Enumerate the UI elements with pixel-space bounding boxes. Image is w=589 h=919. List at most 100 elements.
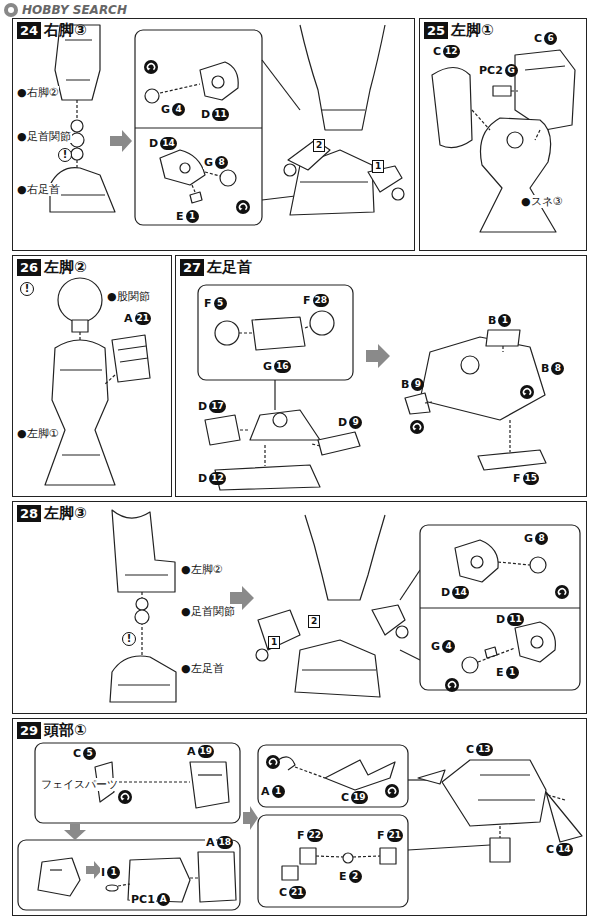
callout-number: 1 [272, 785, 285, 798]
part-name: ●足首関節 [180, 605, 236, 618]
part-letter: D [200, 108, 211, 121]
part-letter: I [100, 866, 106, 879]
callout-number: 12 [443, 45, 460, 58]
part-letter: G [203, 156, 214, 169]
step-title: 頭部① [44, 722, 87, 739]
part-name: ●右足首 [16, 183, 61, 196]
step-panel: 28左脚③ [12, 501, 587, 714]
part-letter: D [197, 472, 208, 485]
step-title: 左脚① [451, 22, 494, 39]
part-letter: E [338, 870, 348, 883]
step-header: 25左脚① [424, 22, 586, 39]
callout-number: 13 [476, 743, 493, 756]
step-title: 左脚② [44, 259, 87, 276]
part-letter: A [186, 745, 197, 758]
caution-mark: ! [20, 282, 34, 296]
part-letter: E [175, 210, 185, 223]
position-number: 2 [308, 615, 320, 628]
part-letter: C [533, 32, 543, 45]
callout-number: 11 [507, 613, 524, 626]
callout-number: 19 [351, 791, 368, 804]
callout-number: 21 [289, 886, 306, 899]
logo-mark [4, 3, 18, 17]
callout-number: 11 [212, 108, 229, 121]
part-letter: D [337, 416, 348, 429]
step-title: 右脚③ [44, 22, 87, 39]
callout-number: 19 [198, 745, 215, 758]
callout-number: 17 [209, 400, 226, 413]
part-letter: C [545, 843, 555, 856]
callout-number: 21 [135, 312, 152, 325]
rotate-icons [118, 60, 569, 804]
part-name: ●足首関節 [16, 130, 72, 143]
step-title: 左脚③ [44, 505, 87, 522]
part-letter: F [376, 829, 386, 842]
callout-number: 4 [442, 640, 455, 653]
position-number: 2 [313, 139, 325, 152]
step-header: 28左脚③ [17, 505, 586, 522]
step-header: 24右脚③ [17, 22, 414, 39]
part-letter: G [523, 532, 534, 545]
part-letter: D [148, 137, 159, 150]
part-letter: G [160, 103, 171, 116]
part-letter: A [205, 836, 216, 849]
part-letter: F [203, 297, 213, 310]
part-letter: G [262, 360, 273, 373]
callout-number: 9 [411, 378, 424, 391]
part-letter: G [430, 640, 441, 653]
part-name: ●左脚② [180, 563, 223, 576]
step-panel: 24右脚③ [12, 18, 415, 251]
part-letter: D [495, 613, 506, 626]
part-letter: A [123, 312, 134, 325]
callout-number: 1 [498, 314, 511, 327]
step-number: 28 [17, 505, 41, 522]
step-panel: 27左足首 [175, 255, 587, 497]
callout-number: 22 [307, 829, 324, 842]
callout-number: 1 [506, 666, 519, 679]
part-letter: C [465, 743, 475, 756]
part-letter: D [440, 586, 451, 599]
part-letter: F [512, 472, 522, 485]
callout-number: 8 [215, 156, 228, 169]
callout-number: G [505, 64, 518, 77]
step-number: 27 [180, 259, 204, 276]
step-title: 左足首 [207, 259, 252, 276]
callout-number: 9 [349, 416, 362, 429]
callout-number: 14 [160, 137, 177, 150]
callout-number: 21 [387, 829, 404, 842]
step-header: 26左脚② [17, 259, 171, 276]
callout-number: 28 [313, 294, 330, 307]
callout-number: 14 [556, 843, 573, 856]
callout-number: 4 [172, 103, 185, 116]
callout-number: 5 [214, 297, 227, 310]
part-letter: C [340, 791, 350, 804]
part-letter: B [487, 314, 497, 327]
part-letter: A [260, 785, 271, 798]
callout-number: 16 [274, 360, 291, 373]
step-number: 25 [424, 22, 448, 39]
step-header: 27左足首 [180, 259, 586, 276]
step-number: 24 [17, 22, 41, 39]
watermark: HOBBY SEARCH [22, 3, 127, 17]
caution-mark: ! [122, 632, 136, 646]
part-letter: E [495, 666, 505, 679]
callout-number: 15 [523, 472, 540, 485]
step-arrows [64, 130, 390, 879]
part-letter: F [296, 829, 306, 842]
callout-number: 2 [349, 870, 362, 883]
part-name: フェイスパーツ [40, 778, 119, 791]
callout-number: A [157, 893, 170, 906]
callout-number: 12 [209, 472, 226, 485]
part-letter: D [197, 400, 208, 413]
position-number: 1 [268, 636, 280, 649]
callout-number: 5 [83, 747, 96, 760]
callout-number: 6 [544, 32, 557, 45]
callout-number: 1 [186, 210, 199, 223]
caution-mark: ! [58, 148, 72, 162]
part-name: ●股関節 [106, 290, 151, 303]
part-drawings [18, 25, 582, 910]
callout-number: 8 [551, 362, 564, 375]
part-letter: B [540, 362, 550, 375]
callout-number: 18 [217, 836, 234, 849]
